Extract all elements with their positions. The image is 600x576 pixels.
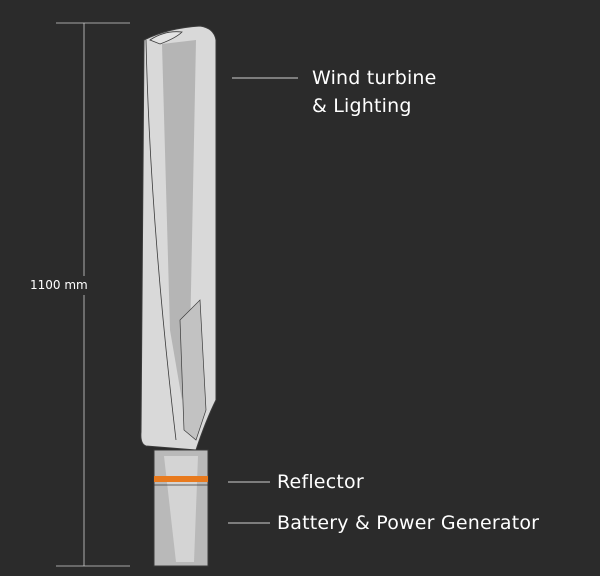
- turbine-body: [140, 25, 217, 451]
- battery-label: Battery & Power Generator: [277, 512, 540, 534]
- reflector-band: [154, 476, 208, 482]
- turbine-label-line1: Wind turbine: [312, 67, 437, 89]
- turbine-edge-curve: [145, 39, 177, 441]
- turbine-blade-lower: [179, 299, 207, 441]
- reflector-label: Reflector: [277, 471, 364, 493]
- base-housing: [153, 449, 209, 567]
- turbine-blade-inner: [162, 40, 196, 400]
- height-label: 1100 mm: [30, 276, 88, 295]
- turbine-label-line2: & Lighting: [312, 95, 412, 117]
- base-inner-wedge: [164, 456, 198, 562]
- turbine-cap: [149, 31, 183, 45]
